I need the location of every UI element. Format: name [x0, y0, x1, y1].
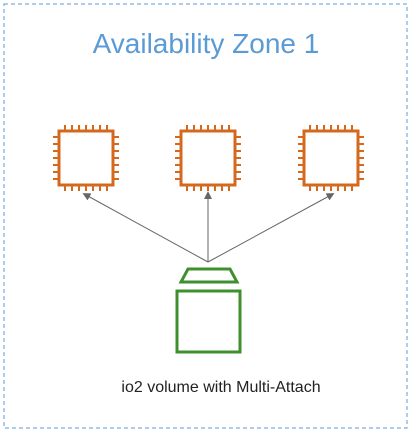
- zone-title: Availability Zone 1: [93, 28, 320, 59]
- arrow-to-instance-1: [82, 193, 209, 263]
- instances-group: [53, 125, 364, 191]
- availability-zone-border: [3, 3, 408, 429]
- ebs-volume-icon: [175, 267, 242, 354]
- arrow-to-instance-3: [207, 193, 335, 263]
- volume-label: io2 volume with Multi-Attach: [121, 379, 320, 396]
- arrows-group: [82, 191, 335, 263]
- ec2-instance-icon: [175, 125, 241, 191]
- ec2-instance-icon: [53, 125, 119, 191]
- ec2-instance-icon: [298, 125, 364, 191]
